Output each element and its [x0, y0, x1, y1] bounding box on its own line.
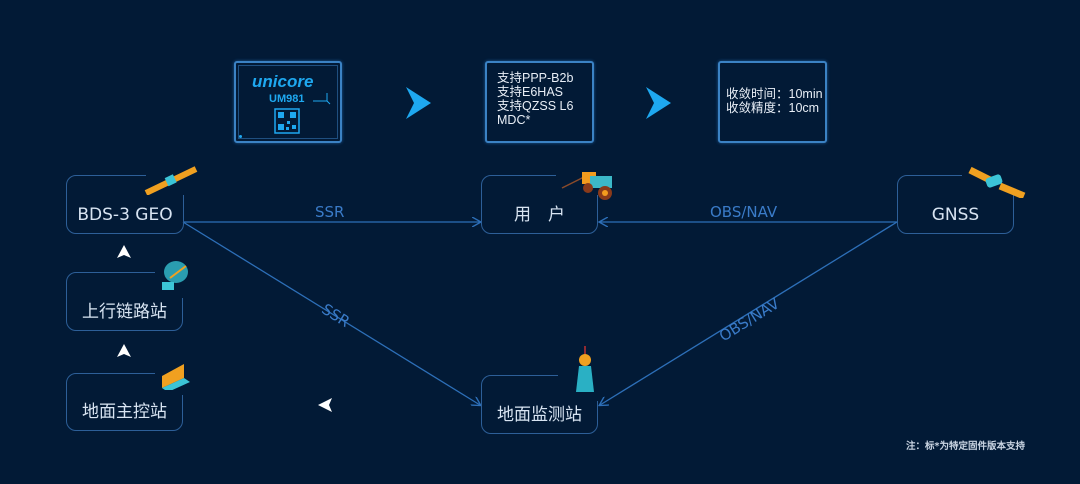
- edge-label-ssr: SSR: [315, 203, 345, 221]
- node-master-control-station[interactable]: 地面主控站: [66, 373, 183, 431]
- convergence-accuracy: 收敛精度：10cm: [726, 101, 820, 115]
- arrow-up-icon: [117, 245, 131, 258]
- arrow-left-icon: [318, 398, 332, 412]
- feature-line: 支持E6HAS: [497, 85, 563, 99]
- chip-card: unicore UM981: [234, 61, 342, 143]
- node-uplink-station[interactable]: 上行链路站: [66, 272, 183, 331]
- qr-code-icon: [274, 108, 300, 134]
- feature-line: 支持PPP-B2b: [497, 71, 574, 85]
- node-label: BDS-3 GEO: [77, 205, 173, 225]
- performance-card: 收敛时间：10min 收敛精度：10cm: [718, 61, 827, 143]
- gnss-satellite-icon: [968, 166, 1026, 198]
- node-bds-3-geo[interactable]: BDS-3 GEO: [66, 175, 184, 234]
- satellite-icon: [144, 166, 198, 195]
- chip-model: UM981: [269, 93, 305, 105]
- feature-line: 支持QZSS L6: [497, 99, 574, 113]
- node-label: GNSS: [931, 205, 980, 225]
- laptop-icon: [162, 364, 190, 390]
- axis-icon: [313, 93, 331, 105]
- arrow-up-icon: [117, 344, 131, 357]
- node-label: 地面监测站: [497, 405, 582, 425]
- monitoring-tower-icon: [576, 346, 594, 392]
- chip-brand: unicore: [252, 72, 314, 91]
- edge-label-obs-nav: OBS/NAV: [710, 203, 778, 221]
- chevron-right-icon: [646, 87, 671, 119]
- tractor-icon: [561, 172, 612, 200]
- node-monitor-station[interactable]: 地面监测站: [481, 375, 598, 434]
- feature-line: MDC*: [497, 113, 531, 127]
- edge-bds-monitor: [182, 221, 480, 405]
- chevron-right-icon: [406, 87, 431, 119]
- node-gnss[interactable]: GNSS: [897, 175, 1014, 234]
- satellite-dish-icon: [162, 261, 188, 290]
- node-user[interactable]: 用 户: [481, 175, 598, 234]
- footnote: 注：标*为特定固件版本支持: [906, 441, 1025, 452]
- node-label: 用 户: [514, 205, 565, 225]
- node-label: 上行链路站: [82, 302, 167, 322]
- edge-gnss-monitor: [600, 221, 898, 405]
- features-card: 支持PPP-B2b 支持E6HAS 支持QZSS L6 MDC*: [485, 61, 594, 143]
- convergence-time: 收敛时间：10min: [726, 87, 823, 101]
- node-label: 地面主控站: [82, 402, 167, 422]
